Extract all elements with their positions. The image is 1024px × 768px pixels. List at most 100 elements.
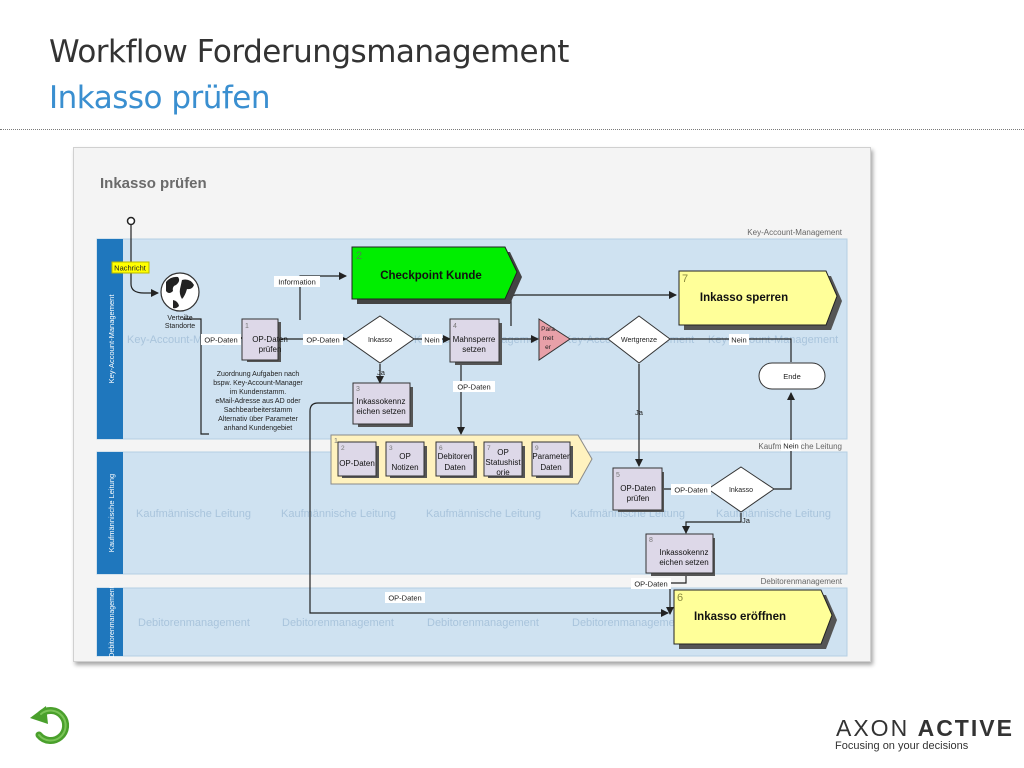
slide-subtitle: Inkasso prüfen bbox=[49, 80, 271, 116]
task3-number: 3 bbox=[356, 386, 360, 393]
data-item-3-line3: orie bbox=[496, 468, 510, 477]
edge-op-daten-d: OP-Daten bbox=[674, 486, 707, 495]
task5-number: 5 bbox=[616, 472, 620, 479]
annotation-line-7: anhand Kundengebiet bbox=[224, 425, 293, 432]
annotation-line-6: Alternativ über Parameter bbox=[218, 416, 298, 423]
edge-ja-c: Ja bbox=[742, 516, 751, 525]
task4-number: 4 bbox=[453, 323, 457, 330]
return-icon[interactable] bbox=[27, 704, 75, 746]
nachricht-label: Nachricht bbox=[114, 264, 147, 273]
task8-line1: Inkassokennz bbox=[660, 548, 709, 557]
task5-line1: OP-Daten bbox=[620, 484, 656, 493]
data-item-2-number: 6 bbox=[439, 445, 443, 452]
task-mahnsperre-setzen: 4 Mahnsperre setzen bbox=[449, 318, 502, 365]
data-object-op-statushistorie: 7 OP Statushist orie bbox=[483, 441, 525, 478]
edge-op-daten-b: OP-Daten bbox=[306, 336, 339, 345]
decision1-label: Inkasso bbox=[368, 337, 392, 344]
inkasso-eroeffnen-node: 6 Inkasso eröffnen bbox=[673, 589, 837, 649]
annotation-note: Zuordnung Aufgaben nach bspw. Key-Accoun… bbox=[213, 371, 303, 432]
data-item-0-line1: OP-Daten bbox=[339, 459, 375, 468]
nachricht-label-box bbox=[111, 261, 150, 274]
task1-line1: OP-Daten bbox=[252, 335, 288, 344]
checkpoint-number: 2 bbox=[356, 250, 362, 262]
task8-line2: eichen setzen bbox=[659, 558, 708, 567]
start-event bbox=[126, 216, 136, 226]
annotation-line-2: bspw. Key-Account-Manager bbox=[213, 380, 303, 387]
edge-nein-b: Nein bbox=[731, 336, 746, 345]
edge-labels: Information OP-Daten OP-Daten Nein Ja OP… bbox=[201, 276, 801, 603]
edge-nein-a: Nein bbox=[424, 336, 439, 345]
logo-brand-part1: AXON bbox=[836, 715, 910, 741]
task-op-daten-pruefen-1: 1 OP-Daten prüfen bbox=[241, 318, 288, 362]
lane-kfm-bg-5: Kaufmännische Leitung bbox=[716, 508, 831, 520]
sperren-number: 7 bbox=[682, 273, 688, 285]
task4-line2: setzen bbox=[462, 345, 486, 354]
task1-line2: prüfen bbox=[259, 345, 282, 354]
annotation-line-1: Zuordnung Aufgaben nach bbox=[217, 371, 300, 378]
globe-label-2: Standorte bbox=[165, 323, 195, 330]
data-object-op-notizen: 3 OP Notizen bbox=[385, 441, 427, 478]
edge-op-daten-f: OP-Daten bbox=[388, 594, 421, 603]
logo-brand-part2: ACTIVE bbox=[917, 715, 1014, 741]
task3-line1: Inkassokennz bbox=[357, 397, 406, 406]
data-item-4-number: 9 bbox=[535, 445, 539, 452]
data-item-3-line2: Statushist bbox=[485, 458, 521, 467]
param-line1: Para bbox=[541, 326, 555, 333]
decision2-label: Inkasso bbox=[729, 487, 753, 494]
lane-kfm-title: Kaufmännische Leitung bbox=[107, 474, 116, 552]
data-item-0-number: 2 bbox=[341, 445, 345, 452]
lane-deb-bg-2: Debitorenmanagement bbox=[282, 617, 394, 629]
data-item-1-line2: Notizen bbox=[391, 463, 418, 472]
task-inkassokennzeichen-8: 8 Inkassokennz eichen setzen bbox=[645, 533, 715, 576]
data-item-4-line2: Daten bbox=[540, 463, 561, 472]
edge-information: Information bbox=[278, 278, 316, 287]
edge-op-daten-e: OP-Daten bbox=[634, 580, 667, 589]
data-item-1-line1: OP bbox=[399, 452, 411, 461]
lane-deb-bg-3: Debitorenmanagement bbox=[427, 617, 539, 629]
ende-label: Ende bbox=[783, 372, 801, 381]
lane-deb-bg-4: Debitorenmanagement bbox=[572, 617, 684, 629]
data-item-2-line1: Debitoren bbox=[438, 452, 473, 461]
parameter-node: Para met er bbox=[538, 318, 571, 361]
annotation-line-5: Sachbearbeiterstamm bbox=[224, 407, 293, 414]
ende-node: Ende bbox=[758, 362, 826, 390]
data-objects-group: 1 2 OP-Daten 3 OP Notizen 6 Debitoren Da… bbox=[330, 434, 593, 485]
inkasso-sperren-node: 7 Inkasso sperren bbox=[678, 270, 842, 330]
workflow-diagram: Inkasso prüfen Key-Account-Management Ka… bbox=[73, 147, 871, 662]
lane-kam-title: Key-Account-Management bbox=[107, 294, 116, 384]
axon-active-logo: AXON ACTIVE bbox=[836, 715, 1014, 742]
annotation-line-3: im Kundenstamm. bbox=[230, 389, 286, 396]
edge-op-daten-c: OP-Daten bbox=[457, 383, 490, 392]
slide-title: Workflow Forderungsmanagement bbox=[49, 34, 569, 70]
task5-line2: prüfen bbox=[627, 494, 650, 503]
task4-line1: Mahnsperre bbox=[453, 335, 496, 344]
annotation-line-4: eMail-Adresse aus AD oder bbox=[215, 398, 301, 405]
eroeffnen-label: Inkasso eröffnen bbox=[694, 611, 786, 623]
lane-kfm-bg-1: Kaufmännische Leitung bbox=[136, 508, 251, 520]
decision-inkasso-1: Inkasso bbox=[345, 315, 415, 364]
lane-kam-bg-4: Key-Account-Management bbox=[708, 334, 838, 346]
diagram-canvas: Inkasso prüfen Key-Account-Management Ka… bbox=[96, 175, 848, 658]
task-op-daten-pruefen-5: 5 OP-Daten prüfen bbox=[612, 467, 664, 512]
lane-kfm-bg-3: Kaufmännische Leitung bbox=[426, 508, 541, 520]
lane-deb-watermark: Debitorenmanagement bbox=[761, 577, 843, 586]
data-item-1-number: 3 bbox=[389, 445, 393, 452]
diagram-heading: Inkasso prüfen bbox=[100, 175, 207, 192]
logo-tagline: Focusing on your decisions bbox=[835, 740, 969, 752]
data-object-debitoren-daten: 6 Debitoren Daten bbox=[435, 441, 477, 478]
title-separator bbox=[0, 129, 1024, 130]
data-item-3-number: 7 bbox=[487, 445, 491, 452]
data-object-op-daten: 2 OP-Daten bbox=[337, 441, 379, 478]
globe-icon bbox=[160, 272, 200, 312]
edge-nein-c: Nein bbox=[783, 442, 798, 451]
param-line2: met bbox=[543, 335, 554, 342]
wertgrenze-label: Wertgrenze bbox=[621, 337, 657, 344]
task3-line2: eichen setzen bbox=[356, 407, 405, 416]
data-item-3-line1: OP bbox=[497, 448, 509, 457]
lane-deb-bg-1: Debitorenmanagement bbox=[138, 617, 250, 629]
checkpoint-label: Checkpoint Kunde bbox=[380, 270, 482, 282]
param-line3: er bbox=[545, 344, 552, 351]
decision-inkasso-2: Inkasso bbox=[707, 466, 775, 513]
sperren-label: Inkasso sperren bbox=[700, 292, 788, 304]
task8-number: 8 bbox=[649, 537, 653, 544]
